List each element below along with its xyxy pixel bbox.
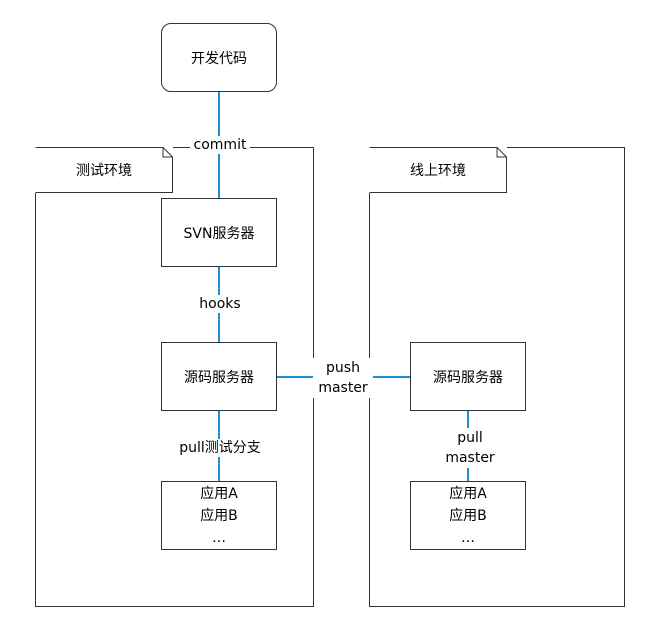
- test-env-title: 测试环境: [76, 163, 132, 179]
- prod-env-title: 线上环境: [410, 163, 466, 179]
- push-label-line1: push: [326, 360, 360, 376]
- tab-outline-icon: [35, 147, 173, 193]
- edge-label-commit: commit: [190, 136, 250, 154]
- edge-label-push-master: push master: [313, 358, 373, 398]
- svn-server-node: SVN服务器: [161, 198, 277, 267]
- push-label-line2: master: [318, 380, 368, 396]
- edge-label-pull-test-branch: pull测试分支: [168, 439, 272, 457]
- tab-outline-icon: [369, 147, 507, 193]
- test-apps-node: 应用A 应用B …: [161, 481, 277, 550]
- pull-label-line2: master: [445, 450, 495, 466]
- dev-code-node: 开发代码: [161, 23, 277, 92]
- test-app-a: 应用A: [200, 485, 238, 502]
- pull-label-line1: pull: [457, 430, 483, 446]
- edge-label-pull-master: pull master: [440, 428, 500, 468]
- connector-push-master-right: [367, 376, 411, 378]
- edge-label-hooks: hooks: [192, 295, 248, 313]
- prod-app-more: …: [460, 529, 475, 546]
- test-source-server-node: 源码服务器: [161, 342, 277, 411]
- prod-env-title-tab: 线上环境: [369, 147, 507, 193]
- test-app-more: …: [211, 529, 226, 546]
- connector-push-master-left: [277, 376, 313, 378]
- prod-app-a: 应用A: [449, 485, 487, 502]
- test-app-b: 应用B: [200, 507, 238, 524]
- prod-apps-node: 应用A 应用B …: [410, 481, 526, 550]
- prod-source-server-node: 源码服务器: [410, 342, 526, 411]
- test-env-title-tab: 测试环境: [35, 147, 173, 193]
- prod-app-b: 应用B: [449, 507, 487, 524]
